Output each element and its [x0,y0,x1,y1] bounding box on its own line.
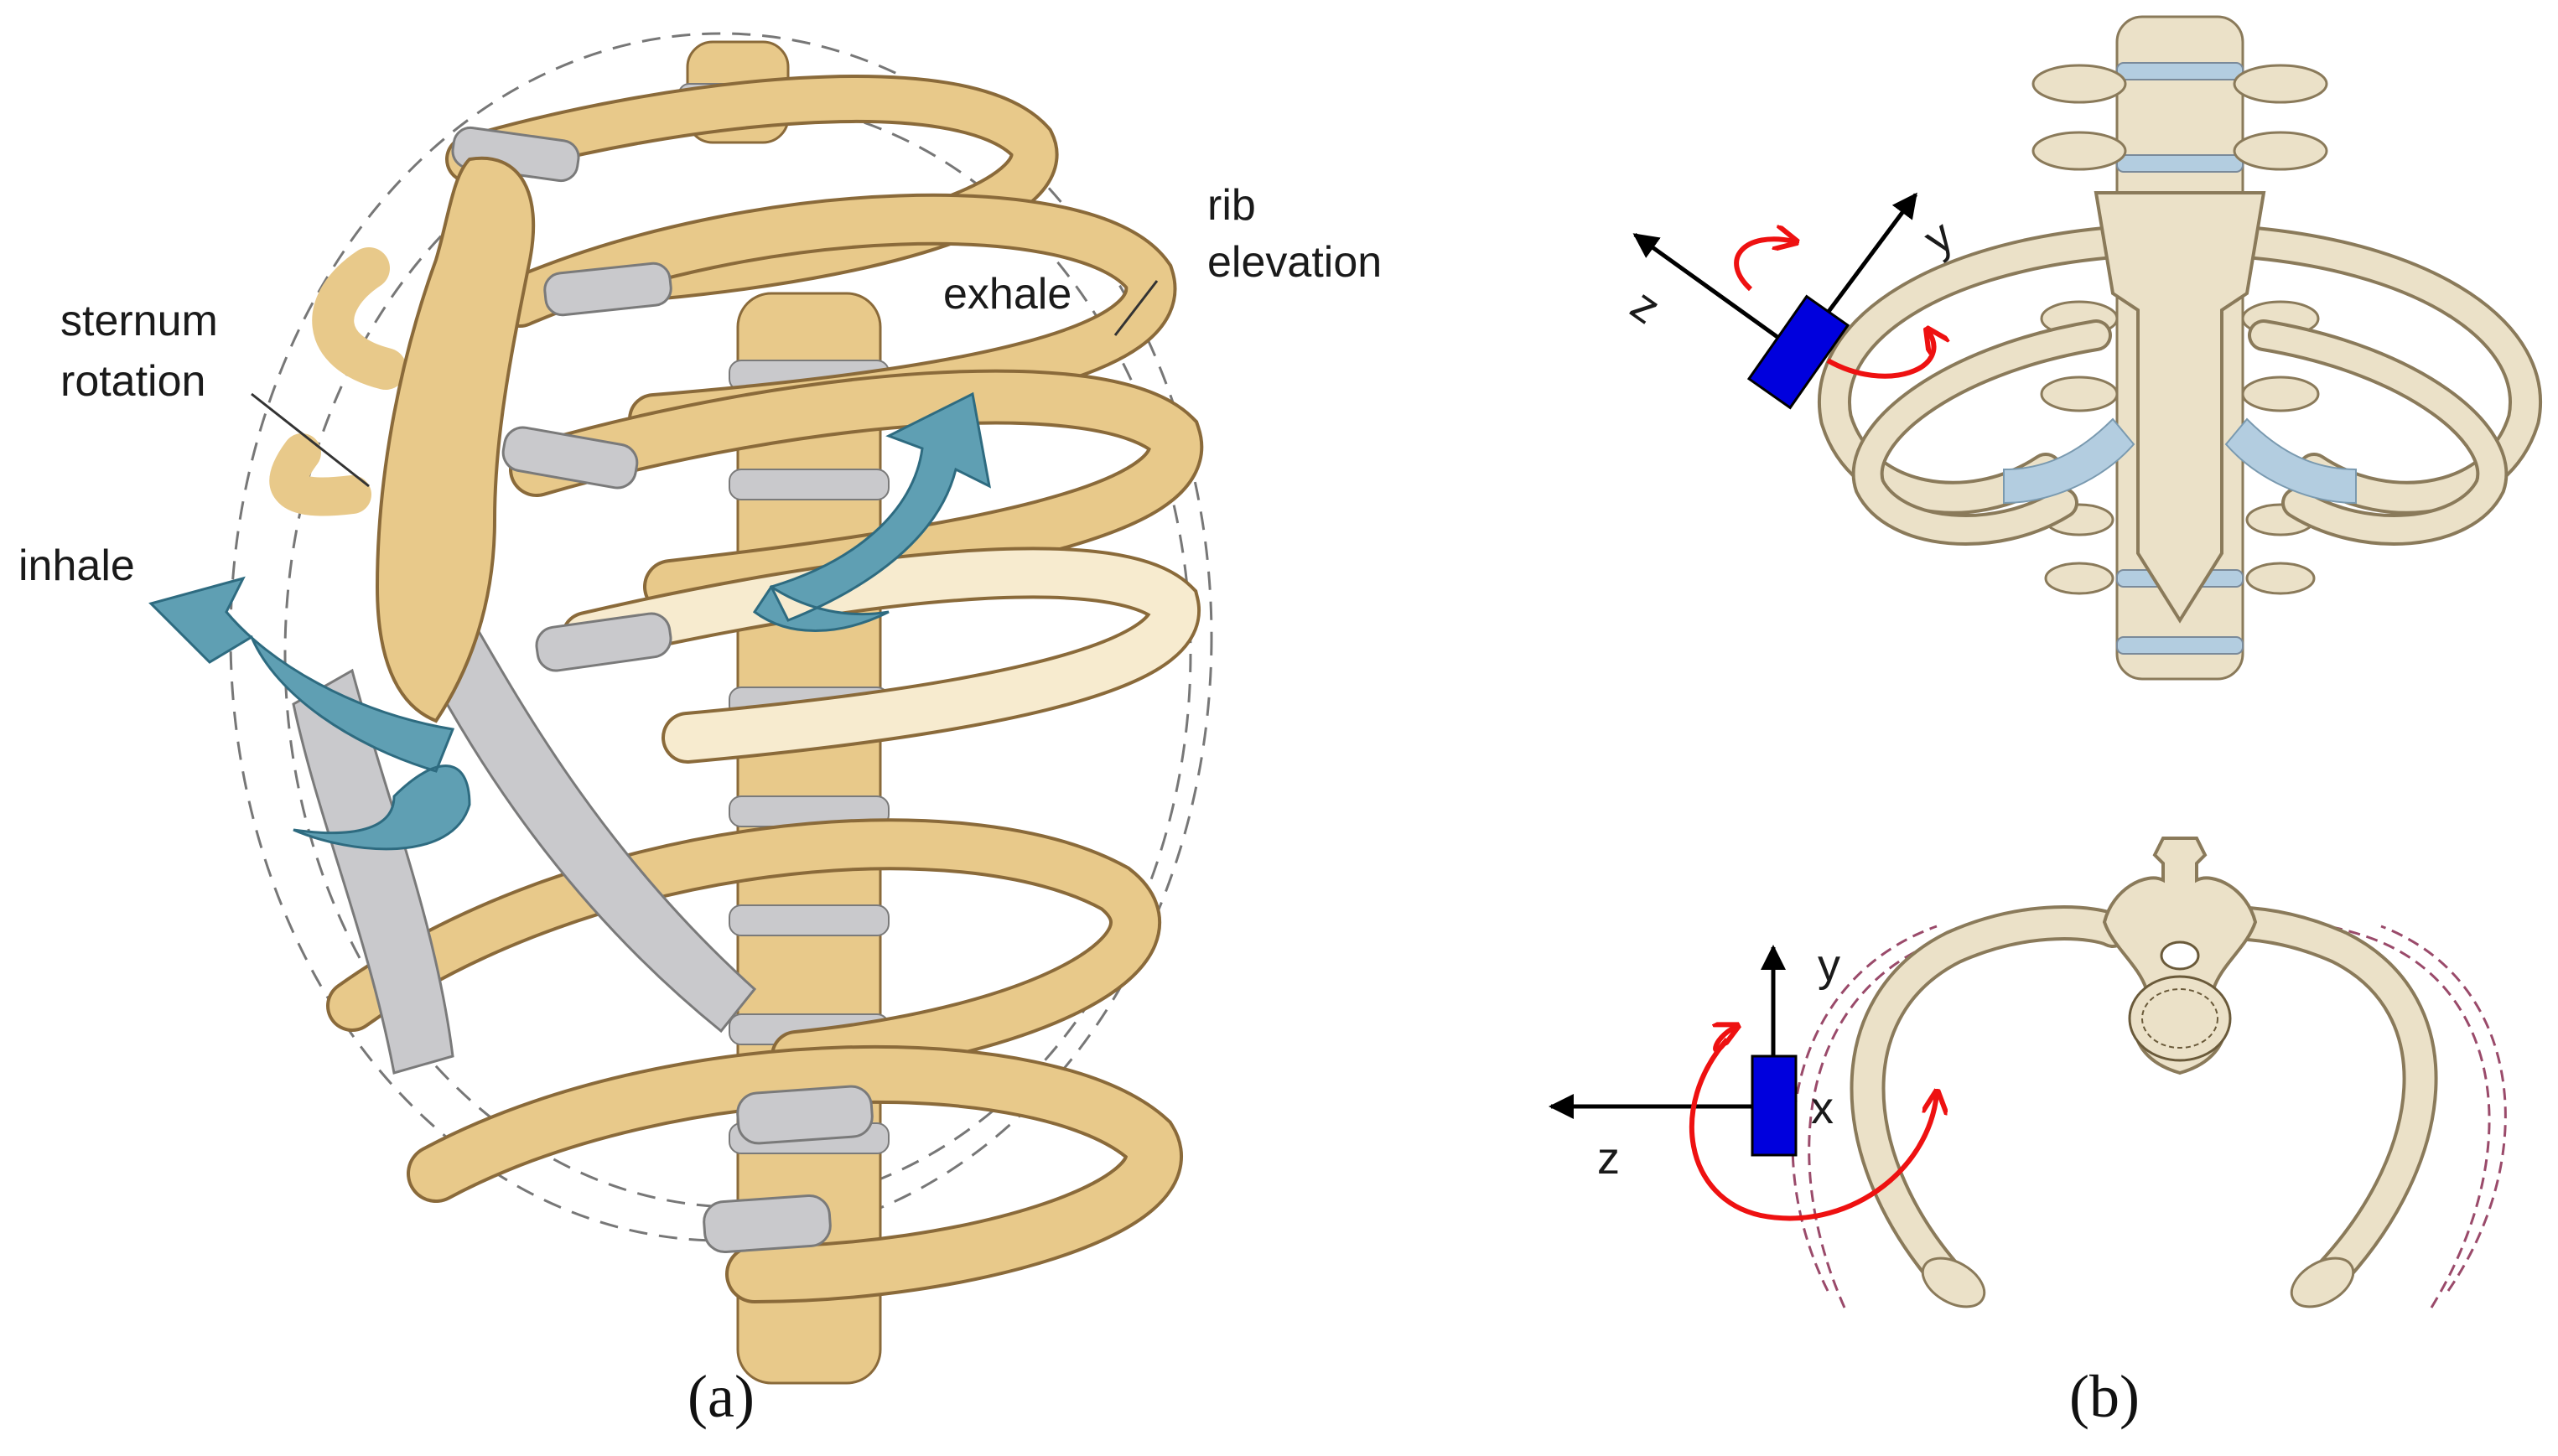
bottom-axis-label-y: y [1818,940,1840,991]
bottom-axis-label-x: x [1811,1083,1834,1133]
bottom-axis-label-z: z [1597,1133,1620,1184]
bottom-imu-sensor [1751,1054,1798,1157]
sternum [375,156,536,723]
label-rotation: rotation [60,357,205,406]
bottom-rotation-arrow [1689,1038,1937,1221]
top-z-axis [1632,232,1800,355]
label-rib: rib [1207,181,1256,230]
label-inhale: inhale [18,541,135,590]
label-sternum: sternum [60,297,218,345]
top-imu-sensor [1746,294,1850,410]
inhale-arrow [148,576,471,851]
panel-b-bottom-illustration [1791,837,2507,1308]
label-elevation: elevation [1207,238,1382,287]
rib-elevation-leader-line [1113,280,1159,336]
top-axis-label-z: z [1621,279,1669,334]
exhale-arrow [752,391,992,632]
sternum-leader-line [251,392,370,488]
panel-a-illustration: sternum rotation inhale exhale rib eleva… [18,32,1382,1430]
top-axis-label-y: y [1915,210,1963,265]
top-rotation-arrow-upper [1734,239,1794,292]
caption-b: (b) [2069,1363,2140,1430]
panel-b-top-illustration [1818,15,2542,681]
label-exhale: exhale [943,270,1071,319]
costal-cartilages [292,126,874,1254]
top-rotation-arrow-lower [1826,331,1933,379]
bottom-rotation-arrow-start [1715,1027,1736,1053]
bottom-sensor-axes: z y x [1549,940,1937,1221]
caption-a: (a) [687,1363,755,1430]
